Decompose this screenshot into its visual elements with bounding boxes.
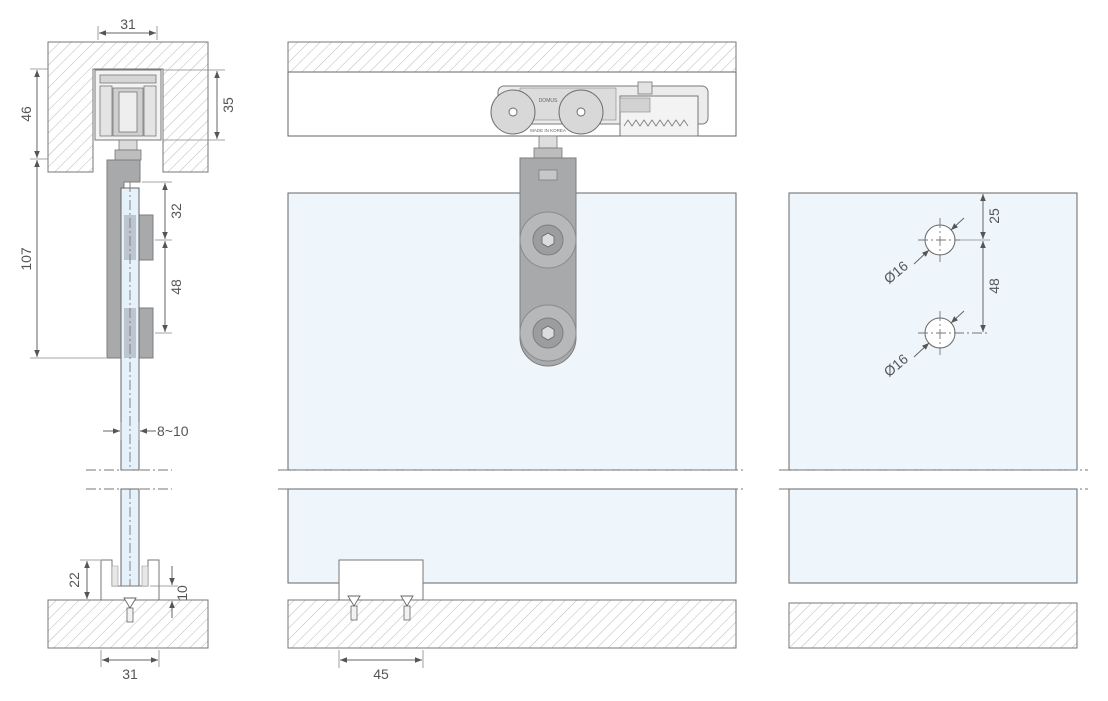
svg-text:46: 46 bbox=[18, 106, 34, 122]
dim-side-hanger-length: 107 bbox=[18, 160, 106, 359]
svg-text:25: 25 bbox=[986, 208, 1002, 224]
svg-text:48: 48 bbox=[168, 279, 184, 295]
svg-text:31: 31 bbox=[122, 666, 138, 682]
svg-text:31: 31 bbox=[120, 16, 136, 32]
front-floor bbox=[287, 599, 737, 649]
svg-text:107: 107 bbox=[18, 247, 34, 271]
side-track-profile bbox=[94, 69, 162, 141]
front-glass-upper bbox=[287, 192, 737, 471]
dim-holes-top-offset: 25 bbox=[960, 194, 1002, 241]
svg-text:8~10: 8~10 bbox=[157, 423, 189, 439]
dim-side-guide-height: 22 bbox=[66, 559, 100, 599]
holes-floor bbox=[788, 602, 1078, 649]
side-ceiling-block bbox=[47, 41, 209, 173]
svg-text:MADE IN KOREA: MADE IN KOREA bbox=[530, 128, 566, 133]
svg-text:22: 22 bbox=[66, 572, 82, 588]
svg-text:48: 48 bbox=[986, 278, 1002, 294]
svg-text:32: 32 bbox=[168, 203, 184, 219]
svg-text:35: 35 bbox=[220, 97, 236, 113]
dim-side-top-width: 31 bbox=[97, 16, 158, 40]
dim-side-bottom-width: 31 bbox=[100, 650, 160, 682]
dim-side-glass-thickness: 8~10 bbox=[103, 422, 189, 440]
front-hanger-clamp bbox=[519, 135, 577, 367]
side-section-view: 31 46 35 107 32 bbox=[18, 16, 236, 682]
dim-side-hole-top: 32 bbox=[142, 181, 184, 241]
dim-side-track-height: 35 bbox=[163, 69, 236, 141]
side-floor-screw bbox=[123, 597, 137, 623]
dim-front-guide-width: 45 bbox=[338, 650, 424, 682]
svg-text:DOMUS: DOMUS bbox=[539, 98, 558, 104]
svg-text:45: 45 bbox=[373, 666, 389, 682]
dim-side-hole-spacing: 48 bbox=[155, 241, 184, 334]
glass-hole-layout-view: Ø16 Ø16 25 48 bbox=[779, 192, 1088, 649]
side-floor bbox=[47, 599, 209, 649]
dim-side-guide-depth: 10 bbox=[150, 566, 190, 618]
dim-side-ceiling-depth: 46 bbox=[18, 68, 48, 160]
front-floor-screw-1 bbox=[347, 595, 361, 621]
front-floor-guide bbox=[338, 559, 424, 601]
roller-carriage: DOMUS MADE IN KOREA bbox=[490, 81, 709, 137]
holes-glass-lower bbox=[788, 488, 1078, 584]
svg-text:10: 10 bbox=[174, 585, 190, 601]
front-ceiling bbox=[287, 41, 737, 73]
dim-holes-spacing: 48 bbox=[980, 241, 1002, 332]
front-elevation-view: DOMUS MADE IN KOREA bbox=[278, 41, 746, 682]
front-floor-screw-2 bbox=[400, 595, 414, 621]
